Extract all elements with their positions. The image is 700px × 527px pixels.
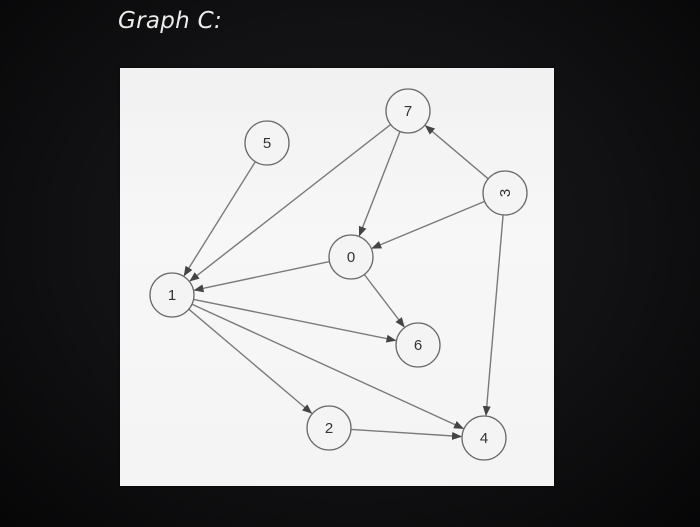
node-7: 7 bbox=[385, 88, 431, 134]
node-circle bbox=[461, 415, 507, 461]
diagram-panel: 0 1 2 3 4 5 6 7 bbox=[120, 68, 554, 486]
edge-1-to-2 bbox=[188, 308, 313, 414]
node-label: 1 bbox=[168, 287, 176, 304]
node-circle bbox=[149, 272, 195, 318]
edge-1-to-4 bbox=[191, 303, 465, 430]
node-circle bbox=[244, 120, 290, 166]
edge-2-to-4 bbox=[350, 428, 462, 440]
node-label: 7 bbox=[404, 103, 412, 120]
node-label: 0 bbox=[347, 249, 355, 266]
node-label: 6 bbox=[414, 337, 422, 354]
node-circle bbox=[395, 322, 441, 368]
node-5: 5 bbox=[244, 120, 290, 166]
edge-7-to-1 bbox=[189, 123, 392, 282]
graph-title: Graph C: bbox=[118, 8, 223, 34]
node-1: 1 bbox=[149, 272, 195, 318]
node-circle bbox=[328, 234, 374, 280]
node-4: 4 bbox=[461, 415, 507, 461]
nodes: 0 1 2 3 4 5 6 7 bbox=[149, 88, 528, 461]
edge-7-to-0 bbox=[358, 131, 401, 237]
edge-0-to-6 bbox=[363, 274, 405, 328]
node-label: 3 bbox=[497, 189, 514, 197]
edges bbox=[183, 123, 504, 440]
node-label: 5 bbox=[263, 135, 271, 152]
edge-5-to-1 bbox=[183, 161, 256, 277]
node-2: 2 bbox=[306, 405, 352, 451]
edge-1-to-6 bbox=[193, 298, 397, 343]
edge-3-to-0 bbox=[371, 200, 485, 249]
node-label: 2 bbox=[325, 420, 333, 437]
edge-3-to-4 bbox=[482, 214, 504, 417]
node-0: 0 bbox=[328, 234, 374, 280]
node-label: 4 bbox=[480, 430, 488, 447]
directed-graph: 0 1 2 3 4 5 6 7 bbox=[149, 88, 528, 461]
node-circle bbox=[385, 88, 431, 134]
node-circle bbox=[482, 170, 528, 216]
node-6: 6 bbox=[395, 322, 441, 368]
edge-3-to-7 bbox=[424, 125, 489, 180]
node-circle bbox=[306, 405, 352, 451]
edge-0-to-1 bbox=[193, 260, 330, 293]
node-3: 3 bbox=[482, 170, 528, 216]
